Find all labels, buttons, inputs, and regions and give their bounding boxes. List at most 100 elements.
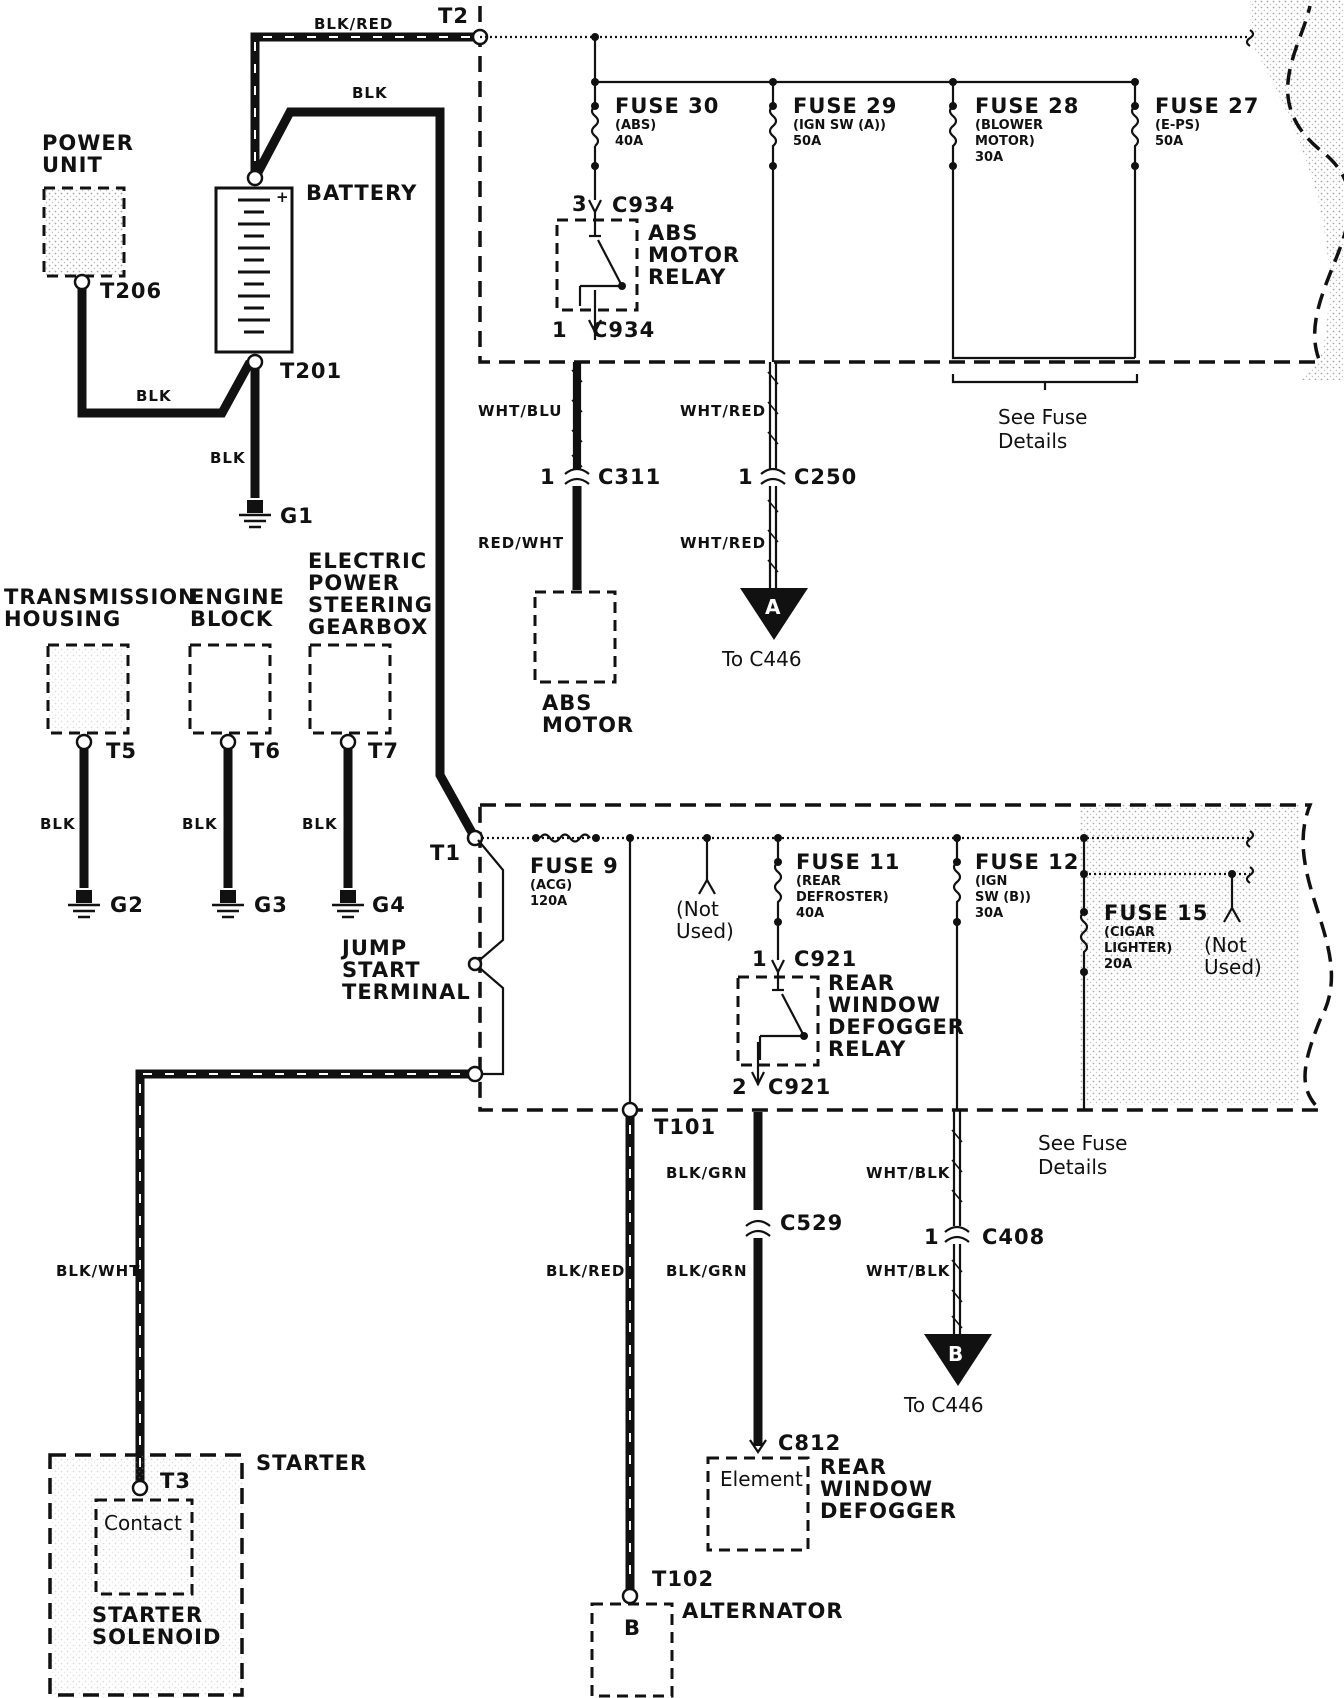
offpage-b-icon	[924, 1334, 992, 1386]
wire-wht-blk-2: WHT/BLK	[866, 1262, 951, 1280]
to-c446-a: To C446	[721, 647, 802, 671]
fuse-11-circuit-1: (REAR	[796, 874, 841, 889]
fuse-28-circuit-1: (BLOWER	[975, 118, 1043, 133]
wire-wht-red-2: WHT/RED	[680, 534, 766, 552]
fuse-28-circuit-2: MOTOR)	[975, 134, 1035, 149]
engine-block-label-1: ENGINE	[190, 585, 285, 609]
starter-circuit: BLK/WHT T3 STARTER Contact STARTER SOLEN…	[48, 1069, 468, 1697]
wire-blk-power-unit: BLK	[136, 387, 172, 405]
c311-pin1: 1	[540, 465, 556, 489]
fuse-30-circuit: (ABS)	[615, 118, 656, 133]
upper-box-circuits: FUSE 30 (ABS) 40A FUSE 29 (IGN SW (A)) 5…	[480, 29, 1258, 453]
see-fuse-details-upper-2: Details	[998, 429, 1067, 453]
t201-label: T201	[280, 359, 342, 383]
c250-branch: WHT/RED 1 C250 WHT/RED A To C446	[680, 362, 857, 671]
abs-relay-label-3: RELAY	[648, 265, 726, 289]
t3-label: T3	[160, 1469, 191, 1493]
chassis-grounds: TRANSMISSION HOUSING ENGINE BLOCK ELECTR…	[4, 549, 433, 919]
fuse-9: FUSE 9 (ACG) 120A	[530, 833, 618, 909]
eps-label-4: GEARBOX	[308, 615, 428, 639]
c921-pin2: 2	[732, 1075, 748, 1099]
t102-label: T102	[652, 1567, 714, 1591]
battery-circuit: + BATTERY T201 BLK BLK BLK/RED T2 BLK G1	[77, 4, 489, 841]
to-c446-b: To C446	[903, 1393, 984, 1417]
jump-start-label-2: START	[342, 958, 421, 982]
starter-solenoid-label-2: SOLENOID	[92, 1625, 221, 1649]
fuse-29-circuit: (IGN SW (A))	[793, 118, 886, 133]
power-unit: POWER UNIT T206	[42, 131, 162, 303]
abs-motor-label-1: ABS	[542, 691, 592, 715]
not-used-right-2: Used)	[1204, 955, 1262, 979]
fuse-28-rating: 30A	[975, 150, 1003, 165]
see-fuse-details-upper-1: See Fuse	[998, 405, 1087, 429]
not-used-left-1: (Not	[676, 897, 719, 921]
c921-top-label: C921	[794, 947, 857, 971]
g3-label: G3	[254, 893, 288, 917]
battery	[214, 186, 294, 354]
rear-relay-label-4: RELAY	[828, 1037, 906, 1061]
offpage-b-label: B	[948, 1342, 963, 1366]
c921-bottom-label: C921	[768, 1075, 831, 1099]
element-label: Element	[720, 1467, 803, 1491]
svg-text:+: +	[276, 188, 290, 206]
contact-label: Contact	[104, 1511, 182, 1535]
fuse-11-rating: 40A	[796, 906, 824, 921]
starter-solenoid-label-1: STARTER	[92, 1603, 203, 1627]
wire-red-wht: RED/WHT	[478, 534, 564, 552]
c250-pin1: 1	[738, 465, 754, 489]
g4-label: G4	[372, 893, 406, 917]
t101-label: T101	[654, 1115, 716, 1139]
wire-blk-g3: BLK	[182, 815, 218, 833]
jump-start-label-3: TERMINAL	[342, 980, 471, 1004]
see-fuse-details-lower-2: Details	[1038, 1155, 1107, 1179]
rear-relay-label-2: WINDOW	[828, 993, 941, 1017]
eps-label-3: STEERING	[308, 593, 433, 617]
fuse-9-rating: 120A	[530, 894, 567, 909]
transmission-housing-label-1: TRANSMISSION	[4, 585, 197, 609]
abs-motor-label-2: MOTOR	[542, 713, 634, 737]
rear-defogger-label-1: REAR	[820, 1455, 887, 1479]
fuse-9-circuit: (ACG)	[530, 878, 572, 893]
c250-label: C250	[794, 465, 857, 489]
not-used-right-1: (Not	[1204, 933, 1247, 957]
fuse-30-name: FUSE 30	[615, 94, 719, 118]
c311-label: C311	[598, 465, 661, 489]
fuse-15-name: FUSE 15	[1104, 901, 1208, 925]
eps-label-2: POWER	[308, 571, 400, 595]
fuse-28: FUSE 28 (BLOWER MOTOR) 30A	[948, 82, 1135, 360]
ground-g4-icon	[332, 890, 364, 919]
fuse-15: FUSE 15 (CIGAR LIGHTER) 20A	[1079, 834, 1208, 1110]
c408-label: C408	[982, 1225, 1045, 1249]
c408-pin1: 1	[924, 1225, 940, 1249]
t1-label: T1	[430, 841, 461, 865]
fuse-29-rating: 50A	[793, 134, 821, 149]
wire-blk-red-top: BLK/RED	[314, 15, 393, 33]
fuse-12-circuit-1: (IGN	[975, 874, 1007, 889]
c934-bottom-label: C934	[592, 318, 655, 342]
c934-pin1: 1	[552, 318, 568, 342]
wire-blk-g2: BLK	[40, 815, 76, 833]
fuse-12-rating: 30A	[975, 906, 1003, 921]
fuse-29: FUSE 29 (IGN SW (A)) 50A	[768, 82, 896, 362]
eps-label-1: ELECTRIC	[308, 549, 427, 573]
abs-motor-branch: WHT/BLU 1 C311 RED/WHT ABS MOTOR	[478, 362, 661, 737]
power-unit-label-1: POWER	[42, 131, 134, 155]
t206-label: T206	[100, 279, 162, 303]
c408-branch: WHT/BLK 1 C408 WHT/BLK B To C446	[866, 1110, 1045, 1417]
wire-blk-red-alternator: BLK/RED	[546, 1262, 625, 1280]
battery-label: BATTERY	[306, 181, 417, 205]
wire-wht-blu: WHT/BLU	[478, 402, 562, 420]
transmission-housing-label-2: HOUSING	[4, 607, 121, 631]
rear-defogger-label-3: DEFOGGER	[820, 1499, 957, 1523]
power-unit-label-2: UNIT	[42, 153, 103, 177]
fuse-15-rating: 20A	[1104, 957, 1132, 972]
fuse-30: FUSE 30 (ABS) 40A	[590, 82, 719, 200]
abs-relay-label-2: MOTOR	[648, 243, 740, 267]
c934-pin3: 3	[572, 192, 588, 216]
fuse-11-name: FUSE 11	[796, 850, 900, 874]
t7-label: T7	[368, 739, 399, 763]
fuse-28-name: FUSE 28	[975, 94, 1079, 118]
fuse-12-circuit-2: SW (B))	[975, 890, 1031, 905]
wire-blk-grn-2: BLK/GRN	[666, 1262, 748, 1280]
